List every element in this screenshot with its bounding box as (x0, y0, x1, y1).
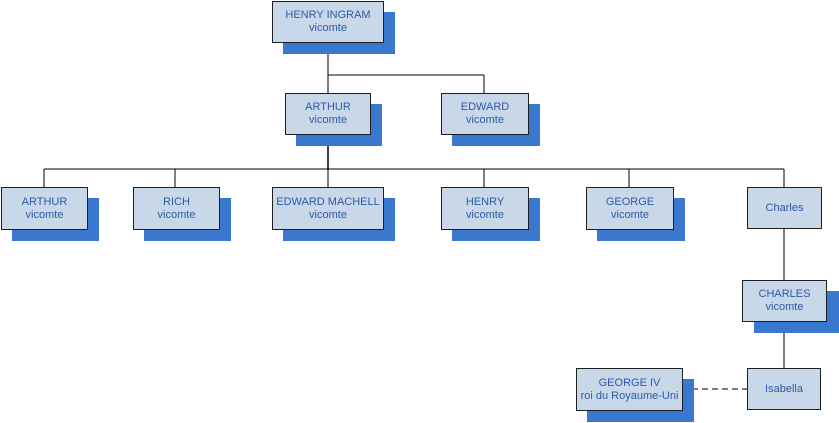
node-henry[interactable]: HENRY vicomte (441, 187, 529, 230)
node-henry-ingram[interactable]: HENRY INGRAM vicomte (272, 1, 384, 43)
node-name: HENRY INGRAM (285, 9, 371, 21)
node-title: vicomte (309, 22, 347, 34)
node-title: vicomte (309, 208, 347, 221)
node-charles-gen3[interactable]: Charles (747, 187, 822, 229)
node-title: roi du Royaume-Uni (580, 389, 679, 402)
node-name: EDWARD (460, 101, 510, 113)
node-name: Isabella (765, 382, 803, 395)
node-name: HENRY (465, 195, 505, 208)
node-charles-gen4[interactable]: CHARLES vicomte (742, 280, 827, 322)
node-isabella[interactable]: Isabella (747, 368, 821, 410)
node-arthur-gen2[interactable]: ARTHUR vicomte (285, 93, 371, 135)
node-title: vicomte (25, 208, 64, 221)
node-title: vicomte (157, 208, 196, 221)
node-name: CHARLES (758, 288, 811, 300)
node-name: EDWARD MACHELL (276, 195, 380, 208)
node-name: ARTHUR (21, 195, 68, 208)
node-name: GEORGE IV (598, 376, 661, 389)
node-george[interactable]: GEORGE vicomte (586, 187, 674, 230)
node-name: RICH (163, 195, 190, 208)
node-edward-gen2[interactable]: EDWARD vicomte (441, 93, 529, 135)
node-title: vicomte (611, 208, 649, 221)
node-george-iv[interactable]: GEORGE IV roi du Royaume-Uni (576, 368, 683, 411)
node-title: vicomte (466, 114, 504, 126)
node-name: ARTHUR (305, 101, 351, 113)
node-title: vicomte (765, 301, 804, 313)
node-arthur-gen3[interactable]: ARTHUR vicomte (1, 187, 88, 230)
node-title: vicomte (466, 208, 504, 221)
node-rich[interactable]: RICH vicomte (133, 187, 220, 230)
node-edward-machell[interactable]: EDWARD MACHELL vicomte (272, 187, 384, 230)
node-name: GEORGE (605, 195, 655, 208)
node-name: Charles (765, 201, 804, 214)
node-title: vicomte (309, 114, 347, 126)
